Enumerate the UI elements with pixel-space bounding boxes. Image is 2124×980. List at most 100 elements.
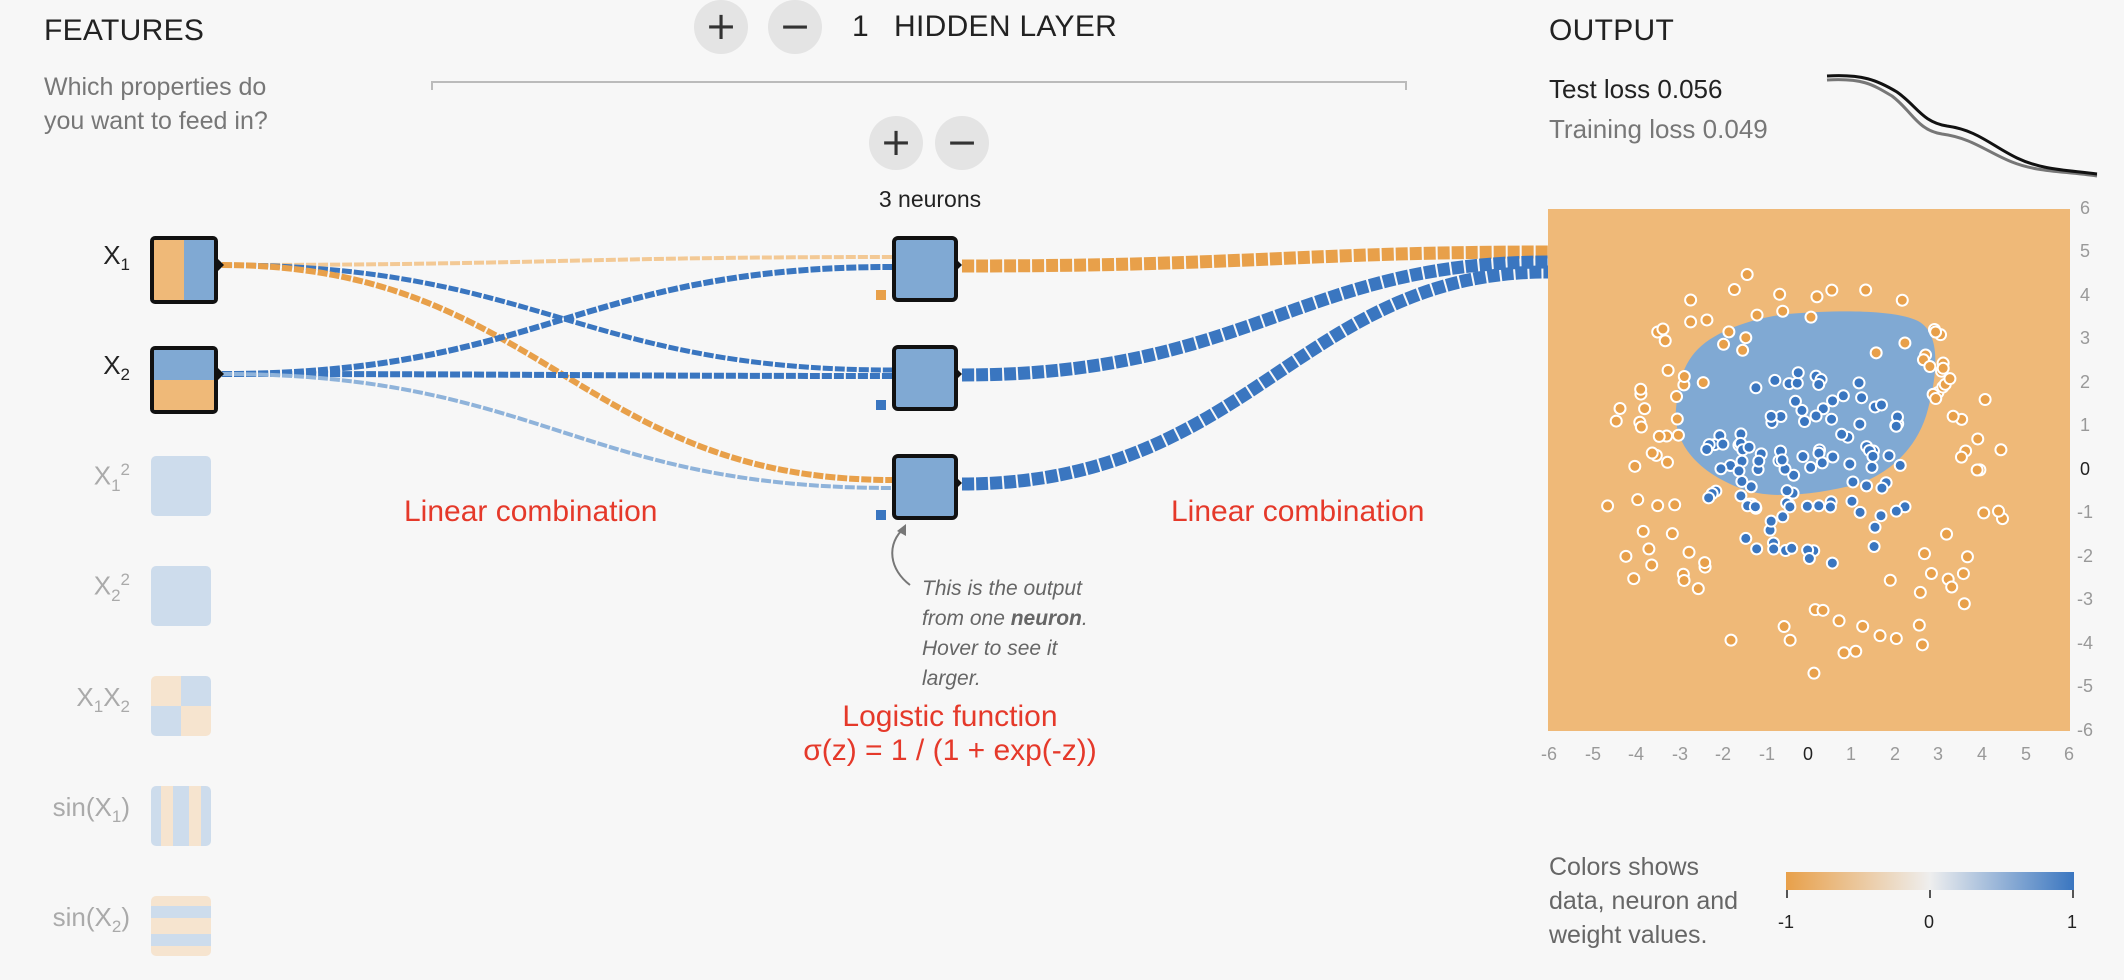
data-point <box>1929 325 1943 339</box>
feature-label-x1: X1 <box>103 240 130 275</box>
data-point <box>1670 390 1684 404</box>
data-point <box>1882 449 1896 463</box>
link-h2-out[interactable] <box>961 255 1549 382</box>
bias-h3[interactable] <box>876 510 886 520</box>
data-point <box>1742 440 1756 454</box>
link-h1-out[interactable] <box>961 245 1549 273</box>
data-point <box>1868 520 1882 534</box>
data-point <box>1977 506 1991 520</box>
y-tick: 6 <box>2080 198 2091 218</box>
training-loss: Training loss 0.049 <box>1549 114 1768 144</box>
feature-node-sin-x2[interactable] <box>151 896 211 956</box>
data-point <box>1875 481 1889 495</box>
data-point <box>1866 449 1880 463</box>
x-tick: 4 <box>1977 744 1988 764</box>
link-x2-h1[interactable] <box>221 264 893 377</box>
data-point <box>1812 377 1826 391</box>
data-point <box>1658 334 1672 348</box>
features-subtitle: Which properties do you want to feed in? <box>44 73 268 135</box>
data-point <box>1670 412 1684 426</box>
data-point <box>1642 542 1656 556</box>
data-point <box>1735 474 1749 488</box>
data-point <box>1960 550 1974 564</box>
legend-min: -1 <box>1778 912 1795 932</box>
x-tick: 1 <box>1846 744 1857 764</box>
output-title: OUTPUT <box>1549 14 1675 47</box>
data-point <box>1823 500 1837 514</box>
feature-node-x1-squared[interactable] <box>151 456 211 516</box>
data-point <box>1651 499 1665 513</box>
hidden-neuron-2[interactable] <box>892 345 958 411</box>
x-tick: 5 <box>2021 744 2032 764</box>
data-point <box>1748 500 1762 514</box>
add-layer-button[interactable]: + <box>694 0 748 54</box>
bias-h2[interactable] <box>876 400 886 410</box>
y-tick: 1 <box>2080 415 2091 435</box>
link-x1-h1[interactable] <box>221 255 893 267</box>
data-point <box>1727 283 1741 297</box>
data-point <box>1609 414 1623 428</box>
data-point <box>1865 460 1879 474</box>
data-point <box>1691 582 1705 596</box>
data-point <box>1912 618 1926 632</box>
data-point <box>1856 619 1870 633</box>
x-tick: 6 <box>2064 744 2075 764</box>
remove-neuron-button[interactable]: − <box>935 116 989 170</box>
link-x2-h2[interactable] <box>221 371 893 379</box>
link-x2-h3[interactable] <box>221 372 893 490</box>
data-point <box>1724 633 1738 647</box>
data-point <box>1702 491 1716 505</box>
data-point <box>1773 287 1787 301</box>
x-tick: 0 <box>1803 744 1814 764</box>
feature-node-x1x2[interactable] <box>151 676 211 736</box>
feature-node-x2-squared[interactable] <box>151 566 211 626</box>
data-point <box>1832 614 1846 628</box>
data-point <box>1752 454 1766 468</box>
data-point <box>1826 450 1840 464</box>
feature-node-x1[interactable] <box>150 236 218 304</box>
output-heatmap <box>1548 209 2070 731</box>
data-point <box>1660 455 1674 469</box>
feature-node-sin-x1[interactable] <box>151 786 211 846</box>
data-point <box>1716 437 1730 451</box>
data-point <box>1898 336 1912 350</box>
data-point <box>1835 427 1849 441</box>
data-point <box>1739 531 1753 545</box>
feature-heatmap-x1x2 <box>151 676 211 736</box>
feature-node-x2[interactable] <box>150 346 218 414</box>
link-x1-h2[interactable] <box>221 262 893 373</box>
hidden-neuron-3[interactable] <box>892 454 958 520</box>
data-point <box>1684 293 1698 307</box>
data-point <box>1613 401 1627 415</box>
data-point <box>1954 450 1968 464</box>
data-point <box>1776 304 1790 318</box>
data-point <box>1722 325 1736 339</box>
feature-heatmap-sin-x1 <box>151 786 211 846</box>
data-point <box>1698 556 1712 570</box>
data-point <box>1638 402 1652 416</box>
feature-label-sin-x2: sin(X2) <box>52 902 130 937</box>
y-tick: 0 <box>2080 459 2091 479</box>
data-point <box>1740 268 1754 282</box>
bias-h1[interactable] <box>876 290 886 300</box>
data-point <box>1717 337 1731 351</box>
data-point <box>1809 409 1823 423</box>
data-point <box>1826 394 1840 408</box>
link-x1-h3[interactable] <box>221 262 893 483</box>
data-point <box>1843 457 1857 471</box>
data-point <box>1783 500 1797 514</box>
data-point <box>1668 498 1682 512</box>
x-tick: -2 <box>1715 744 1732 764</box>
link-h3-out[interactable] <box>961 265 1549 491</box>
remove-layer-button[interactable]: − <box>768 0 822 54</box>
data-point <box>1768 373 1782 387</box>
add-neuron-button[interactable]: + <box>869 116 923 170</box>
data-point <box>1992 504 2006 518</box>
feature-label-x2: X2 <box>103 350 130 385</box>
x-tick: 2 <box>1890 744 1901 764</box>
feature-heatmap-x2 <box>154 350 214 410</box>
data-point <box>1795 403 1809 417</box>
hidden-neuron-1[interactable] <box>892 236 958 302</box>
data-point <box>1764 514 1778 528</box>
data-point <box>1677 370 1691 384</box>
